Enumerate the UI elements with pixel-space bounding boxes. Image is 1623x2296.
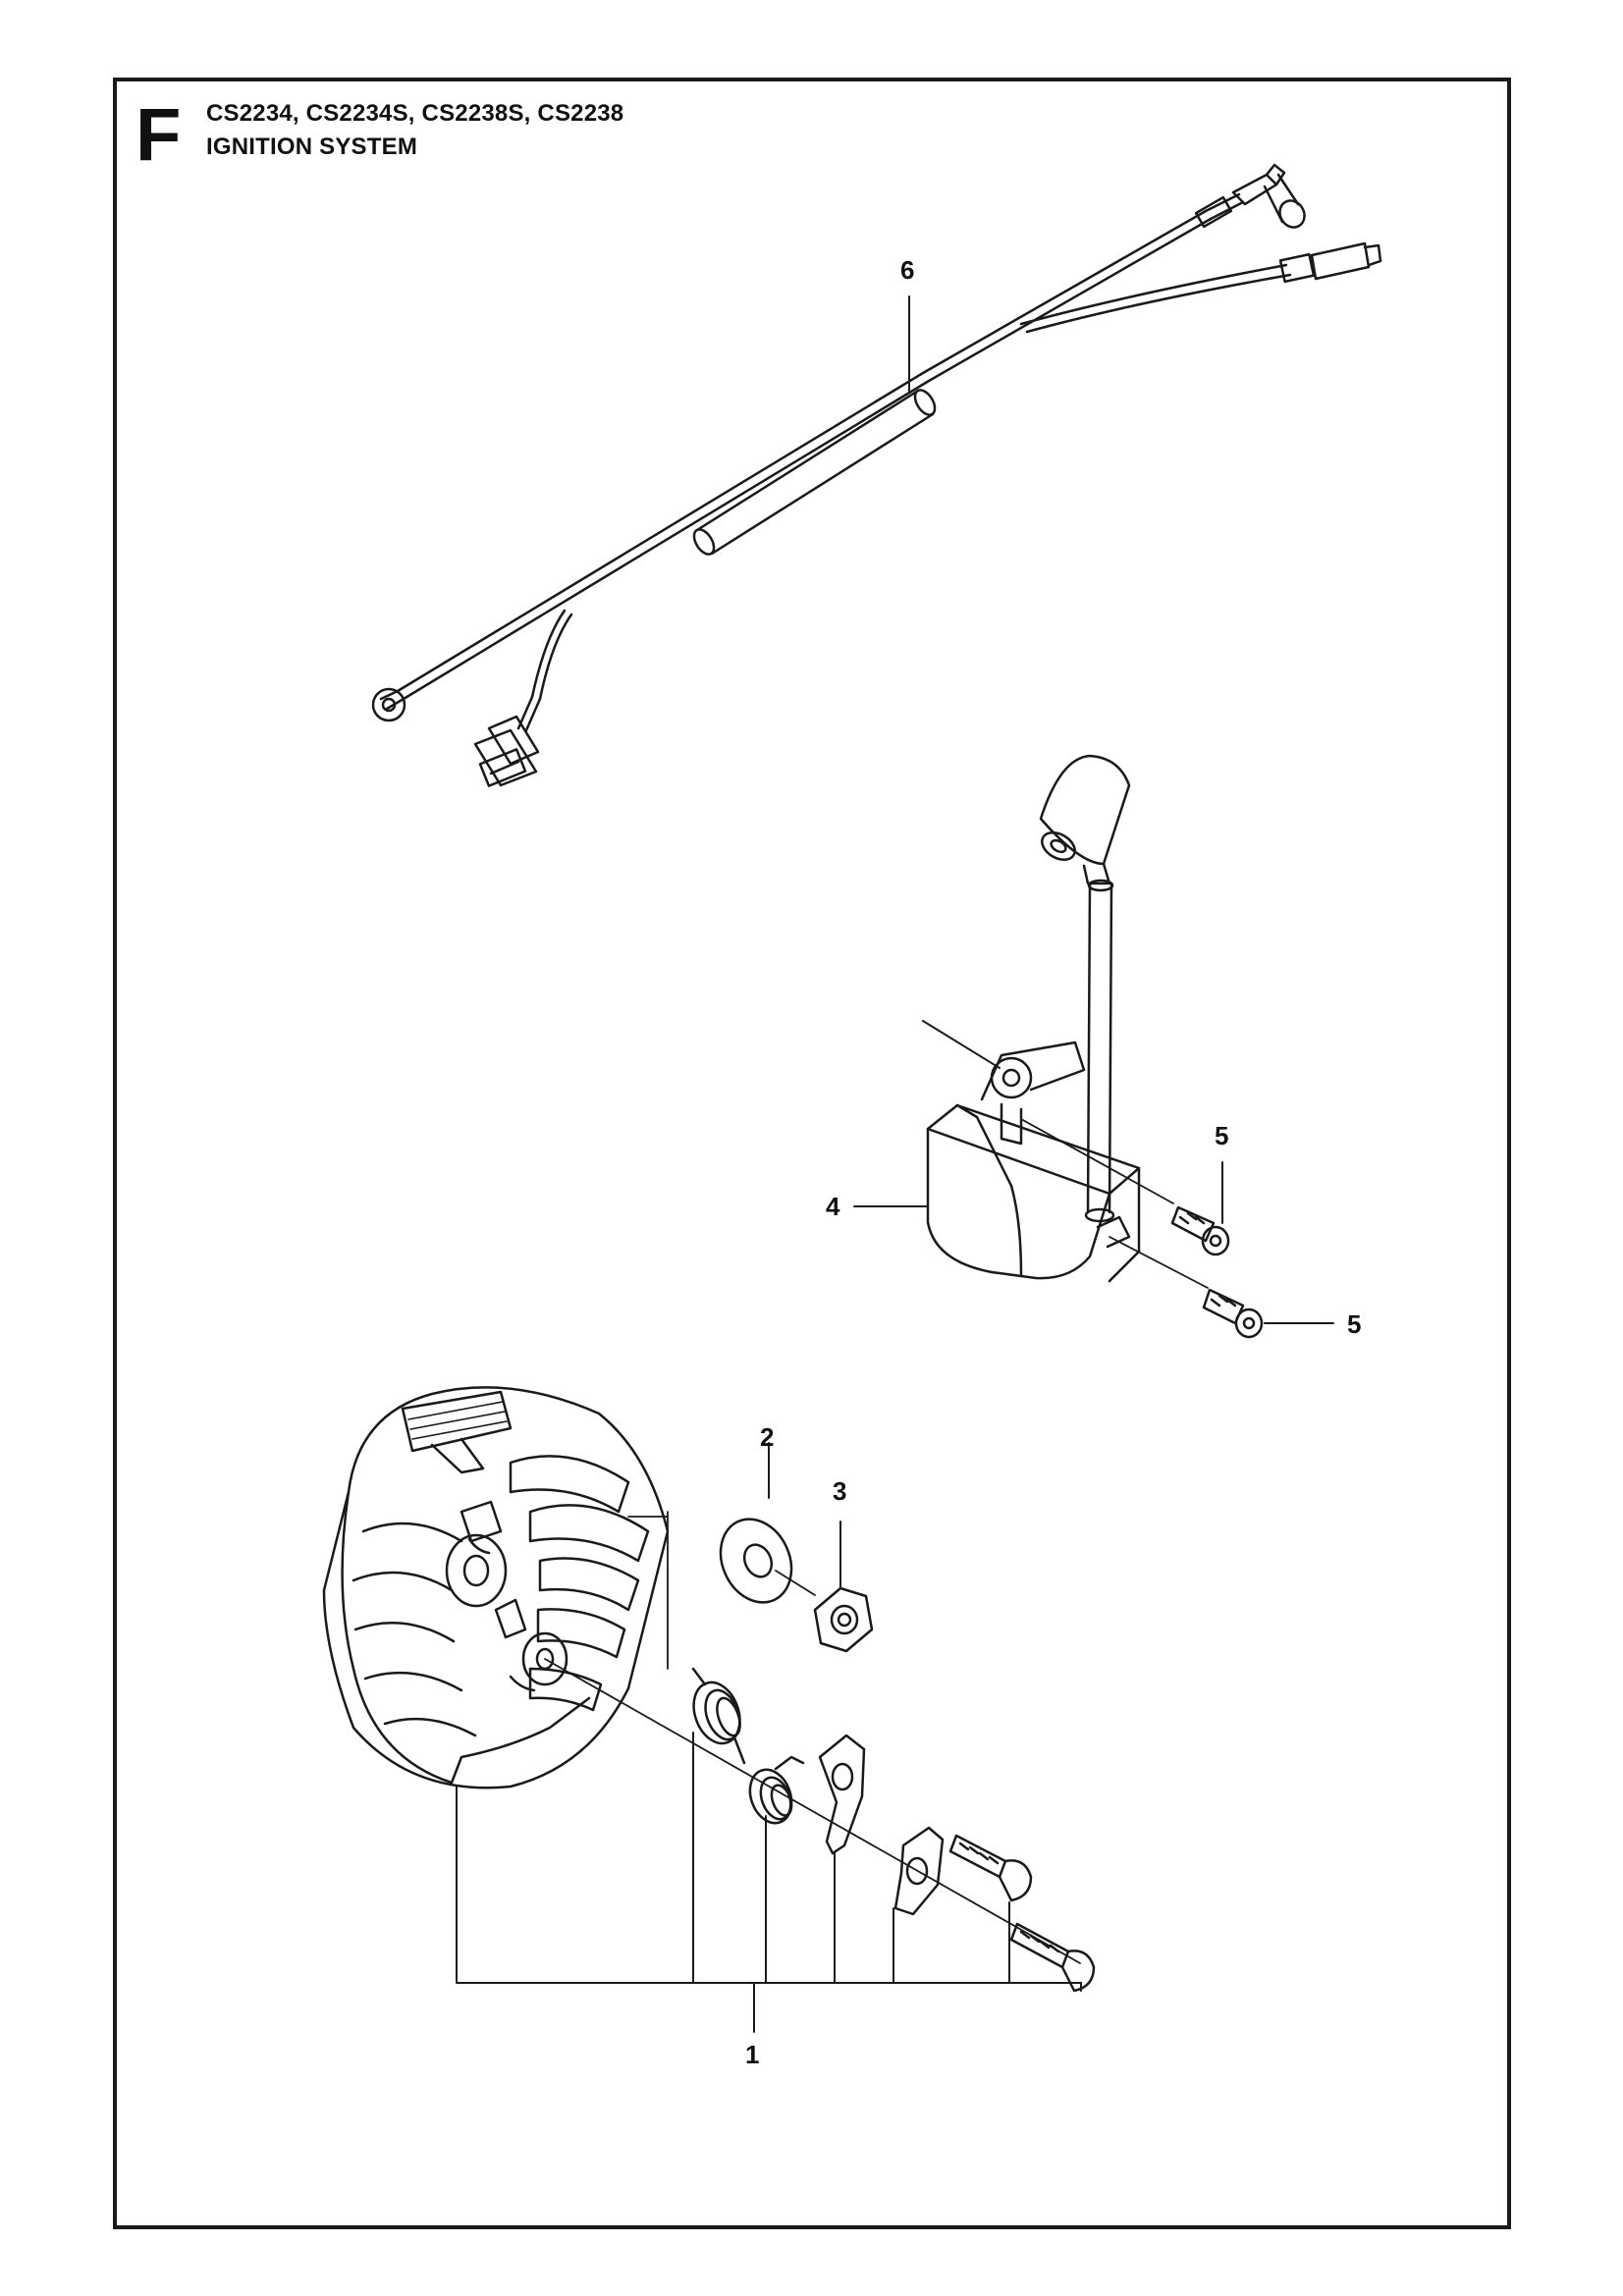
callout-3: 3 [833,1476,846,1506]
callout-5-upper: 5 [1215,1121,1228,1150]
callout-1: 1 [745,2040,759,2069]
washer [719,1442,816,1604]
starter-pawl-upper [818,1734,866,1984]
callout-4: 4 [826,1192,840,1221]
flywheel-nut [813,1521,874,1653]
wire-harness [371,163,1382,787]
section-letter: F [135,93,182,177]
pawl-spring-lower [748,1755,805,1984]
module-screw-lower [1109,1236,1334,1339]
page-frame [113,78,1511,2229]
pawl-bolt-lower [1009,1922,1096,1993]
callout-5-lower: 5 [1347,1309,1361,1339]
module-screw-upper [1020,1118,1230,1256]
system-title: IGNITION SYSTEM [206,133,418,160]
callout-2: 2 [760,1422,774,1452]
pawl-bolt-upper [948,1834,1033,1984]
flywheel-assembly [322,1386,1082,2033]
pawl-spring-upper [691,1667,746,1984]
callout-6: 6 [900,255,914,285]
ignition-module [853,754,1141,1283]
model-list: CS2234, CS2234S, CS2238S, CS2238 [206,100,624,127]
starter-pawl-lower [893,1826,945,1984]
